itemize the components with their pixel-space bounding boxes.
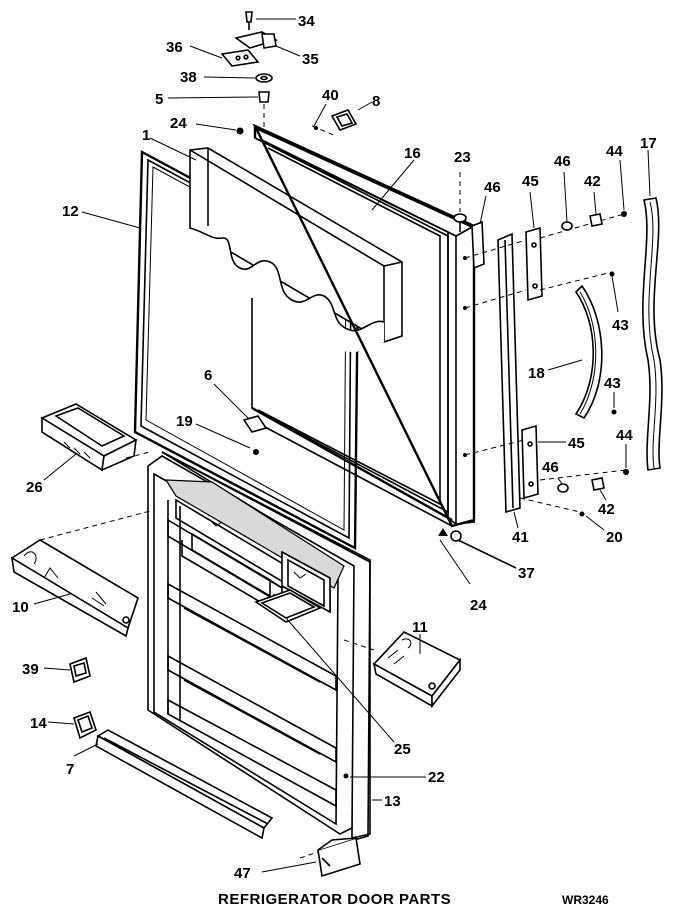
callout-46-b: 46 bbox=[554, 153, 571, 170]
callout-45-a: 45 bbox=[522, 173, 539, 190]
plug-24-bottom bbox=[438, 528, 448, 536]
bottom-hinge-parts bbox=[438, 528, 517, 585]
callout-43-a: 43 bbox=[612, 317, 629, 334]
callout-40: 40 bbox=[322, 87, 339, 104]
fresh-food-door-13 bbox=[147, 451, 426, 841]
spacer-46-top bbox=[471, 220, 485, 270]
handle-trim-17 bbox=[642, 197, 663, 471]
callout-7: 7 bbox=[66, 761, 74, 778]
diagram-caption: REFRIGERATOR DOOR PARTS bbox=[218, 891, 451, 908]
screw-44-lower bbox=[623, 469, 629, 475]
bushing-5 bbox=[258, 91, 270, 103]
hinge-pin-37 bbox=[450, 530, 462, 542]
callout-1: 1 bbox=[142, 127, 150, 144]
callout-24-top: 24 bbox=[170, 115, 187, 132]
spacer-46-upper bbox=[561, 221, 573, 231]
handle-18 bbox=[574, 284, 603, 420]
freezer-door-liner-1 bbox=[149, 137, 403, 352]
screw-43-lower bbox=[611, 409, 617, 415]
screw-44-upper bbox=[621, 211, 627, 217]
callout-37: 37 bbox=[518, 565, 535, 582]
clip-39 bbox=[43, 656, 91, 684]
door-small-parts bbox=[195, 101, 487, 455]
callout-24-bottom: 24 bbox=[470, 597, 487, 614]
callout-20: 20 bbox=[606, 529, 623, 546]
freezer-door-outer-16 bbox=[247, 123, 476, 528]
callout-25: 25 bbox=[394, 741, 411, 758]
screw-19 bbox=[253, 449, 259, 455]
callout-41: 41 bbox=[512, 529, 529, 546]
callout-16: 16 bbox=[404, 145, 421, 162]
washer-38 bbox=[255, 73, 273, 83]
callout-5: 5 bbox=[155, 91, 163, 108]
callout-11: 11 bbox=[412, 619, 428, 636]
spacer-46-lower bbox=[557, 483, 569, 493]
butter-bin-26 bbox=[40, 403, 151, 481]
callout-12: 12 bbox=[62, 203, 79, 220]
callout-14: 14 bbox=[30, 715, 47, 732]
callout-26: 26 bbox=[26, 479, 43, 496]
callout-46-a: 46 bbox=[484, 179, 501, 196]
screw-42-upper bbox=[589, 213, 603, 227]
callout-34: 34 bbox=[298, 13, 315, 30]
handle-mount-45-bottom bbox=[521, 424, 539, 500]
callout-19: 19 bbox=[176, 413, 193, 430]
handle-mount-45-top bbox=[525, 226, 543, 302]
callout-8: 8 bbox=[372, 93, 380, 110]
plug-24-top bbox=[236, 127, 244, 135]
screw-22 bbox=[343, 773, 349, 779]
callout-46-c: 46 bbox=[542, 459, 559, 476]
callout-22: 22 bbox=[428, 769, 445, 786]
clip-14 bbox=[47, 710, 97, 740]
hinge-cap-8 bbox=[330, 109, 358, 131]
callout-10: 10 bbox=[12, 599, 29, 616]
callout-23: 23 bbox=[454, 149, 471, 166]
callout-13: 13 bbox=[384, 793, 401, 810]
bottom-trim-7 bbox=[73, 729, 274, 840]
plug-23 bbox=[453, 213, 467, 223]
screw-20 bbox=[579, 511, 585, 517]
callout-45-b: 45 bbox=[568, 435, 585, 452]
callout-42-b: 42 bbox=[598, 501, 615, 518]
callout-42-a: 42 bbox=[584, 173, 601, 190]
screw-40 bbox=[314, 126, 318, 130]
stop-6 bbox=[242, 415, 268, 433]
dairy-door-25 bbox=[254, 589, 322, 623]
shelf-front-11 bbox=[343, 631, 462, 709]
top-hinge-assembly bbox=[167, 11, 301, 135]
callout-35: 35 bbox=[302, 51, 319, 68]
callout-44-b: 44 bbox=[616, 427, 633, 444]
callout-47: 47 bbox=[234, 865, 251, 882]
hinge-screw-34 bbox=[245, 11, 253, 23]
callout-36: 36 bbox=[166, 39, 183, 56]
drawing-code: WR3246 bbox=[562, 893, 609, 907]
screw-42-lower bbox=[591, 477, 605, 491]
callout-17: 17 bbox=[640, 135, 657, 152]
screw-43-upper bbox=[609, 271, 615, 277]
callout-43-b: 43 bbox=[604, 375, 621, 392]
callout-6: 6 bbox=[204, 367, 212, 384]
handle-assembly bbox=[464, 149, 663, 531]
shelf-front-10 bbox=[10, 509, 155, 638]
callout-38: 38 bbox=[180, 69, 197, 86]
bottom-hinge-47 bbox=[261, 836, 361, 878]
callout-18: 18 bbox=[528, 365, 545, 382]
callout-39: 39 bbox=[22, 661, 39, 678]
callout-44-a: 44 bbox=[606, 143, 623, 160]
callout-labels: 34 35 36 38 5 40 8 24 1 16 23 46 45 46 4… bbox=[12, 13, 657, 882]
